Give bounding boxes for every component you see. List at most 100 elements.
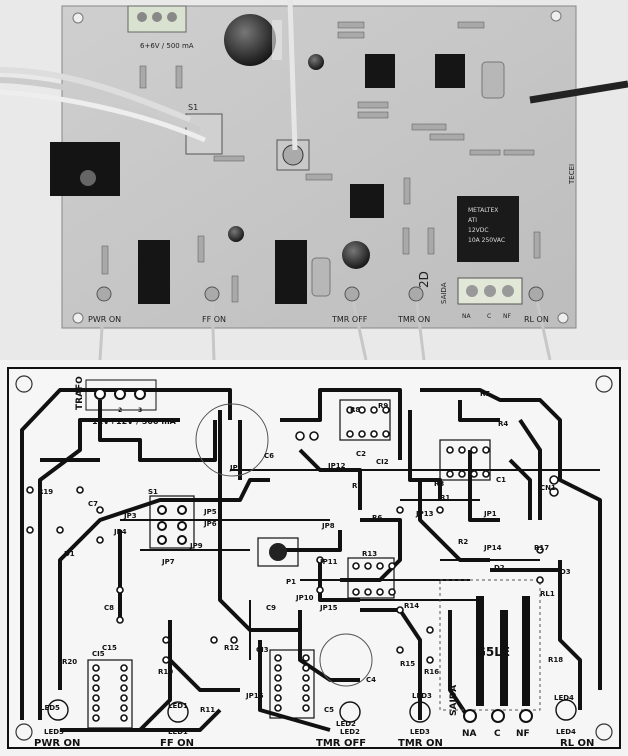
svg-text:2: 2: [118, 407, 122, 414]
svg-text:LED2: LED2: [340, 728, 360, 736]
svg-text:JP3: JP3: [123, 512, 137, 520]
svg-text:CN1: CN1: [540, 484, 556, 492]
s1-label: S1: [188, 103, 198, 112]
svg-text:JP13: JP13: [415, 510, 434, 518]
ic-chip: [138, 240, 170, 304]
svg-text:C4: C4: [366, 676, 376, 684]
component-pads: [26, 431, 559, 664]
svg-text:RL ON: RL ON: [560, 738, 594, 749]
svg-text:JP5: JP5: [203, 508, 217, 516]
mounting-hole: [72, 312, 84, 324]
mounting-hole: [550, 10, 562, 22]
photo-bottom-labels: PWR ON FF ON TMR OFF TMR ON RL ON: [88, 315, 549, 324]
svg-text:METALTEX: METALTEX: [468, 207, 498, 214]
board-photo-drawing: 6+6V / 500 mA METALTEX ATI 12VDC 10A 250…: [0, 0, 628, 360]
svg-text:D1: D1: [64, 550, 75, 558]
film-capacitor: [311, 257, 331, 297]
ic-footprints: [87, 399, 491, 729]
svg-text:R15: R15: [400, 660, 415, 668]
led-labels: LED5 LED1 LED2 LED3 LED4: [44, 728, 576, 736]
c6-outline: [195, 403, 269, 477]
svg-text:R17: R17: [534, 544, 549, 552]
svg-text:LED2: LED2: [336, 720, 356, 728]
svg-text:LED1: LED1: [168, 702, 188, 710]
svg-text:JP4: JP4: [113, 528, 127, 536]
p1-knob: [269, 543, 287, 561]
svg-text:10A 250VAC: 10A 250VAC: [468, 237, 505, 244]
svg-text:C15: C15: [102, 644, 117, 652]
svg-text:R19: R19: [38, 488, 53, 496]
svg-text:RL ON: RL ON: [524, 315, 549, 324]
svg-text:JP11: JP11: [319, 558, 338, 566]
svg-text:C: C: [494, 729, 501, 739]
mark-2d: 2D: [417, 271, 431, 288]
wire: [0, 89, 206, 143]
saida-label: SAIDA: [449, 685, 459, 716]
relay-markings: METALTEX ATI 12VDC 10A 250VAC: [468, 207, 505, 244]
svg-text:LED3: LED3: [412, 692, 432, 700]
svg-text:LED5: LED5: [44, 728, 64, 736]
bottom-indicator-labels: PWR ON FF ON TMR OFF TMR ON RL ON: [34, 738, 594, 749]
svg-text:NA: NA: [462, 313, 471, 320]
svg-text:C1: C1: [496, 476, 506, 484]
copper-traces: [20, 388, 602, 732]
led-leads: [98, 295, 552, 360]
svg-text:R11: R11: [200, 706, 215, 714]
svg-text:C2: C2: [356, 450, 366, 458]
brand-strip: TECEI: [568, 164, 576, 185]
svg-text:R12: R12: [224, 644, 239, 652]
svg-text:P1: P1: [286, 578, 296, 586]
svg-text:LED5: LED5: [40, 704, 60, 712]
output-terminal-labels: NA C NF: [462, 729, 530, 739]
trafo-pads: [94, 388, 146, 400]
relay-name: G5LE: [476, 645, 510, 659]
svg-text:JP10: JP10: [295, 594, 314, 602]
ic-chip: [275, 240, 307, 304]
svg-text:JP12: JP12: [327, 462, 346, 470]
svg-text:R20: R20: [62, 658, 77, 666]
svg-text:NF: NF: [503, 313, 511, 320]
svg-text:TMR OFF: TMR OFF: [316, 738, 366, 749]
svg-text:R14: R14: [404, 602, 419, 610]
s1-footprint: [149, 495, 195, 549]
svg-text:TMR ON: TMR ON: [397, 315, 430, 324]
svg-text:12VDC: 12VDC: [468, 227, 489, 234]
svg-text:CI3: CI3: [256, 646, 269, 654]
svg-text:JP15: JP15: [319, 604, 338, 612]
trafo-rating-label: 6+6V / 500 mA: [140, 42, 194, 50]
svg-text:R2: R2: [458, 538, 468, 546]
svg-text:R18: R18: [548, 656, 563, 664]
s1-pads: [157, 505, 187, 545]
relay-terminal-labels: NA C NF: [462, 313, 511, 320]
resistors: [101, 21, 541, 303]
svg-text:3: 3: [138, 407, 142, 414]
assembled-board-photo: 6+6V / 500 mA METALTEX ATI 12VDC 10A 250…: [0, 0, 628, 360]
dc-power-jack: [50, 142, 120, 196]
svg-text:FF ON: FF ON: [160, 738, 194, 749]
svg-text:JP6: JP6: [203, 520, 217, 528]
wire: [287, 0, 298, 151]
svg-text:S1: S1: [148, 488, 158, 496]
svg-text:R8: R8: [350, 406, 360, 414]
wire: [0, 67, 192, 123]
svg-text:JP2: JP2: [229, 464, 243, 472]
relay-pads: [476, 596, 530, 706]
trafo-rating: 12V+12V / 500 mA: [92, 417, 177, 426]
svg-text:R16: R16: [424, 668, 439, 676]
ic-chip: [435, 54, 465, 88]
svg-text:R9: R9: [378, 402, 388, 410]
ic-chip: [365, 54, 395, 88]
svg-text:RL1: RL1: [540, 590, 555, 598]
svg-text:LED1: LED1: [168, 728, 188, 736]
leds: [96, 286, 544, 302]
component-designators: C6 JP2 JP12 R19 C7 JP3 S1 JP5 JP6 JP4 JP…: [38, 390, 574, 728]
trafo-pin-labels: 1 2 3: [98, 407, 142, 414]
corner-holes: [15, 375, 613, 741]
svg-text:NF: NF: [516, 729, 530, 739]
led-footprints: [47, 699, 577, 723]
pcb-layout-drawing: 1 2 3 TRAFO 12V+12V / 500 mA: [0, 360, 628, 756]
svg-text:R4: R4: [498, 420, 508, 428]
svg-text:C7: C7: [88, 500, 98, 508]
svg-text:JP8: JP8: [321, 522, 335, 530]
svg-text:C6: C6: [264, 452, 274, 460]
